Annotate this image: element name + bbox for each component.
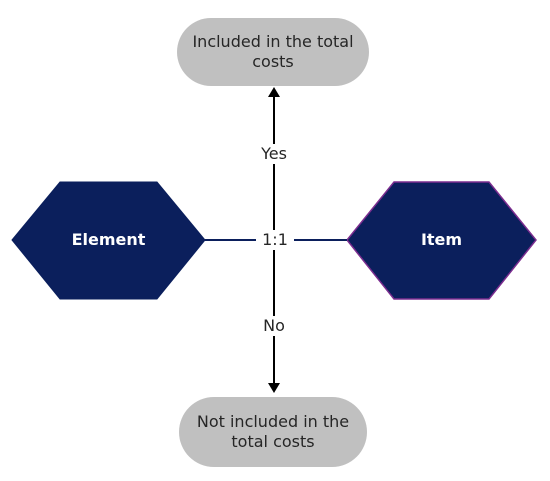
relation-edge-label: 1:1 (256, 230, 294, 250)
yes-edge-label: Yes (252, 144, 296, 164)
included-node[interactable]: Included in the total costs (177, 18, 369, 86)
included-node-label: Included in the total costs (192, 32, 354, 71)
not-included-node[interactable]: Not included in the total costs (179, 397, 367, 467)
item-hexagon[interactable] (346, 181, 537, 300)
not-included-node-label: Not included in the total costs (196, 412, 350, 451)
item-label: Item (420, 230, 463, 249)
element-label: Element (71, 230, 146, 249)
no-edge-label: No (256, 316, 292, 336)
